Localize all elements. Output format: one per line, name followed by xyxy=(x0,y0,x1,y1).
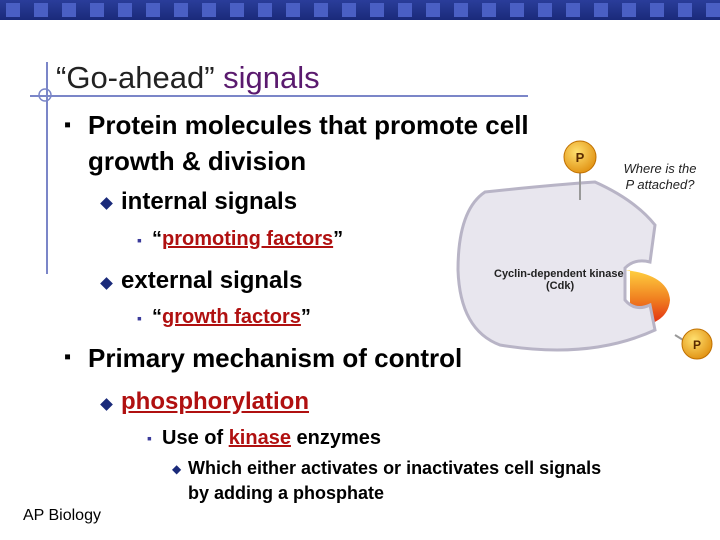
phosphorylation-text: phosphorylation xyxy=(121,388,309,415)
small-square-bullet-icon: ▪ xyxy=(137,232,142,248)
which-line-2: by adding a phosphate xyxy=(188,483,385,503)
title-underline xyxy=(30,95,528,97)
small-square-bullet-icon: ▪ xyxy=(147,430,152,446)
vertical-rule xyxy=(46,62,48,274)
diagram-question: Where is the P attached? xyxy=(623,161,697,192)
phosphate-top-label: P xyxy=(576,150,585,165)
cdk-diagram: P P Cyclin-dependent kinase (Cdk) xyxy=(456,140,713,360)
diamond-bullet-icon xyxy=(100,197,113,210)
cdk-protein-shape xyxy=(456,180,657,352)
growth-quote-close: ” xyxy=(300,306,311,328)
external-signals: external signals xyxy=(121,267,303,294)
internal-signals: internal signals xyxy=(121,188,298,215)
bullet-1-line-2: growth & division xyxy=(88,146,307,176)
crosshair-icon xyxy=(38,88,52,102)
kinase-text: kinase xyxy=(228,427,291,449)
cdk-label-line2: (Cdk) xyxy=(546,280,574,292)
phosphate-right-label: P xyxy=(693,338,701,352)
growth-quote-open: “ xyxy=(152,306,162,328)
title-rest: signals xyxy=(214,60,320,95)
top-banner xyxy=(0,0,720,20)
slide-title: “Go-ahead” signals xyxy=(56,60,320,96)
tiny-diamond-bullet-icon: ◆ xyxy=(172,462,182,476)
phosphate-top-icon xyxy=(563,140,597,174)
footer-label: AP Biology xyxy=(23,507,101,524)
which-line-1: Which either activates or inactivates ce… xyxy=(188,458,602,478)
square-bullet-icon: ▪ xyxy=(64,114,72,136)
bullet-1-line-1: Protein molecules that promote cell xyxy=(88,110,529,140)
cdk-label-line1: Cyclin-dependent kinase xyxy=(494,268,624,280)
title-quote-open: “ xyxy=(56,60,67,95)
phosphate-right-icon xyxy=(681,328,713,360)
use-of-text: Use of xyxy=(162,427,229,449)
bullet-2: Primary mechanism of control xyxy=(88,343,463,373)
diamond-bullet-icon xyxy=(100,277,113,290)
title-quote-close: ” xyxy=(204,60,215,95)
phosphorylation: phosphorylation xyxy=(121,388,309,416)
enzymes-text: enzymes xyxy=(290,427,382,449)
promoting-quote-close: ” xyxy=(333,228,344,250)
diamond-bullet-icon xyxy=(100,398,113,411)
title-main: Go-ahead xyxy=(66,60,205,95)
growth-factors: growth factors xyxy=(162,306,301,328)
kinase-line: Use of kinase enzymes xyxy=(162,427,381,450)
promoting-factors-line: “promoting factors” xyxy=(152,228,343,251)
promoting-quote-open: “ xyxy=(152,228,162,250)
promoting-factors: promoting factors xyxy=(162,228,334,250)
small-square-bullet-icon: ▪ xyxy=(137,310,142,326)
square-bullet-icon: ▪ xyxy=(64,346,72,368)
growth-factors-line: “growth factors” xyxy=(152,306,311,329)
